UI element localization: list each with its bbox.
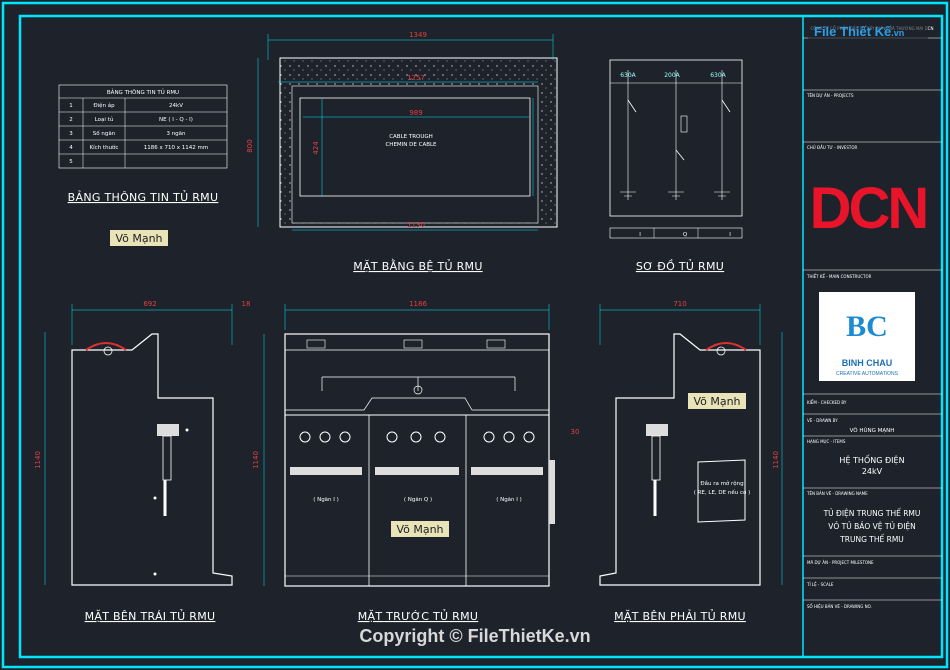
front-view: ( Ngăn I ) ( Ngăn Q ) ( Ngăn I ) 1186 11…: [252, 300, 580, 587]
front-dim-width: 1186: [409, 300, 427, 308]
plan-view: 1349 1257 989 1130 800 424 CABLE TROUGH …: [246, 31, 558, 231]
drawing-name-3: TRUNG THẾ RMU: [839, 534, 904, 544]
drawn-label: VẼ - DRAWN BY: [807, 418, 838, 423]
check-label: KIỂM - CHECKED BY: [807, 400, 847, 405]
right-dim-width: 710: [673, 300, 686, 308]
code-label: MÃ DỰ ÁN - PROJECT MILESTONE: [807, 560, 874, 565]
item-value: HỆ THỐNG ĐIỆN: [839, 453, 904, 466]
table-row-label: Kích thước: [90, 144, 119, 151]
front-view-caption: MẶT TRƯỚC TỦ RMU: [358, 609, 479, 623]
item-value-voltage: 24kV: [862, 467, 883, 476]
item-label: HẠNG MỤC - ITEMS: [807, 439, 846, 444]
schematic-bay: I: [729, 232, 731, 238]
right-side-view: Đầu ra mở rộng ( RE, LE, DE nếu có ) 710…: [599, 300, 783, 586]
left-dim-width: 692: [143, 300, 156, 308]
watermark-logo-bg: [808, 20, 928, 42]
title-block: CÔNG TY CỔ PHẦN ĐẦU TƯ XÂY DỰNG VÀ THƯƠN…: [802, 16, 942, 657]
table-row-value: 1186 x 710 x 1142 mm: [144, 145, 208, 151]
plan-dim-inner: 1257: [407, 74, 425, 82]
table-row-label: Loại tủ: [95, 116, 114, 123]
schematic-caption: SƠ ĐỒ TỦ RMU: [636, 259, 724, 273]
left-view-caption: MẶT BÊN TRÁI TỦ RMU: [85, 609, 216, 623]
sheet-inner-frame: [18, 14, 944, 659]
binh-chau-logo-bg: [819, 292, 915, 381]
bay-label: ( Ngăn I ): [496, 497, 522, 503]
scale-label: TỈ LỆ - SCALE: [806, 582, 834, 587]
table-row-no: 5: [69, 159, 73, 165]
right-note: Đầu ra mở rộng: [700, 479, 743, 487]
left-side-view: 692 18 1140: [34, 300, 251, 586]
dcn-logo: DCN: [810, 176, 927, 241]
table-row-no: 3: [69, 131, 73, 137]
table-caption: BẢNG THÔNG TIN TỦ RMU: [68, 190, 219, 204]
plan-dim-trough: 989: [409, 109, 422, 117]
schematic-label: 630A: [620, 72, 636, 79]
project-label: TÊN DỰ ÁN - PROJECTS: [806, 93, 854, 98]
bay-label: ( Ngăn Q ): [404, 497, 432, 503]
author-tag: Võ Mạnh: [396, 523, 443, 536]
plan-caption: MẶT BẰNG BỆ TỦ RMU: [353, 259, 482, 273]
schematic-label: 630A: [710, 72, 726, 79]
binh-chau-sub: CREATIVE AUTOMATIONS: [836, 371, 899, 377]
table-row-label: Số ngăn: [93, 130, 116, 137]
author-tag: Võ Mạnh: [115, 232, 162, 245]
table-row-label: Điện áp: [93, 102, 115, 109]
drawing-label: TÊN BẢN VẼ - DRAWING NAME: [806, 491, 868, 496]
drawing-name-2: VỎ TỦ BẢO VỆ TỦ ĐIỆN: [828, 521, 916, 531]
binh-chau-mark: BC: [846, 310, 888, 343]
author-tag: Võ Mạnh: [693, 395, 740, 408]
design-label: THIẾT KẾ - MAIN CONSTRUCTOR: [806, 273, 872, 279]
drawn-value: VÕ HÙNG MẠNH: [850, 427, 895, 434]
plan-dim-bottom: 1130: [407, 221, 425, 229]
right-note: ( RE, LE, DE nếu có ): [694, 489, 751, 496]
author-tag-bg: [391, 521, 449, 537]
plan-dim-height: 800: [246, 139, 254, 152]
left-dim-height: 1140: [34, 451, 42, 469]
bay-label: ( Ngăn I ): [313, 497, 339, 503]
table-header: BẢNG THÔNG TIN TỦ RMU: [107, 88, 179, 96]
schematic-label: 200A: [664, 72, 680, 79]
copyright-watermark: Copyright © FileThietKe.vn: [359, 626, 590, 646]
single-line-schematic: 630A 200A 630A I Q I: [609, 59, 743, 239]
table-row-value: 24kV: [169, 103, 183, 109]
plan-dim-trough-h: 424: [312, 141, 320, 155]
trough-label-fr: CHEMIN DE CABLE: [385, 142, 437, 148]
info-table: BẢNG THÔNG TIN TỦ RMU 1 Điện áp 24kV 2 L…: [58, 84, 228, 169]
trough-label: CABLE TROUGH: [389, 134, 433, 140]
table-row-no: 2: [69, 117, 73, 123]
table-row-value: 3 ngăn: [166, 131, 186, 137]
author-tag-bg: [688, 393, 746, 409]
number-label: SỐ HIỆU BẢN VẼ - DRAWING NO.: [807, 604, 872, 609]
author-tag-bg: [110, 230, 168, 246]
right-dim-height: 1140: [772, 451, 780, 469]
table-row-value: NE ( I - Q - I): [159, 117, 193, 123]
front-dim-side: 30: [571, 428, 580, 436]
table-row-no: 1: [69, 103, 73, 109]
left-dim-extra: 18: [242, 300, 251, 308]
schematic-bay: I: [639, 232, 641, 238]
table-row-no: 4: [69, 145, 73, 151]
plan-dim-outer: 1349: [409, 31, 427, 39]
binh-chau-name: BINH CHAU: [842, 358, 893, 368]
drawing-name: TỦ ĐIỆN TRUNG THẾ RMU: [823, 508, 921, 518]
schematic-bay: Q: [683, 232, 688, 238]
watermark-logo: File Thiết Kế.vn: [814, 24, 904, 39]
owner-label: CHỦ ĐẦU TƯ - INVESTOR: [807, 145, 857, 150]
right-view-caption: MẶT BÊN PHẢI TỦ RMU: [614, 609, 746, 623]
front-dim-height: 1140: [252, 451, 260, 469]
